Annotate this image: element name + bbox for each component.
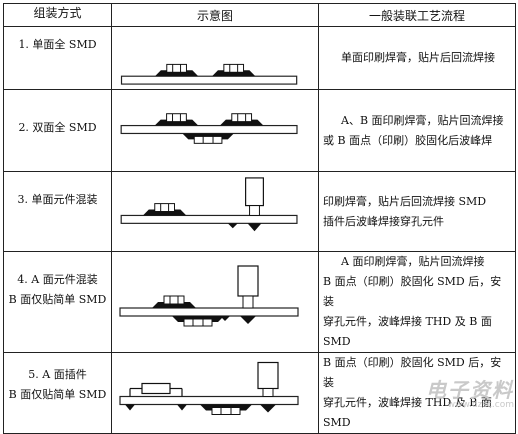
header-diagram: 示意图 — [111, 3, 319, 27]
smd-component — [219, 113, 264, 126]
bottom-smd-component — [172, 316, 224, 327]
assembly-mode-cell: 4. A 面元件混装 B 面仅贴简单 SMD — [3, 251, 112, 353]
assembly-mode-line: B 面仅贴简单 SMD — [8, 293, 107, 306]
smd-component — [154, 113, 199, 126]
process-cell: 单面印刷焊膏，贴片后回流焊接 — [318, 26, 516, 90]
process-line: 穿孔元件，波峰焊接 THD 及 B 面 SMD — [323, 315, 492, 348]
assembly-mode-line: 1. 单面全 SMD — [18, 38, 97, 51]
smd-component — [212, 63, 256, 77]
header-row: 组装方式 示意图 一般装联工艺流程 — [3, 3, 516, 27]
double-side-smd-diagram — [120, 113, 298, 144]
process-line: 或 B 面点（印刷）胶固化后波峰焊 — [323, 133, 493, 147]
a-thd-b-smd-diagram — [119, 361, 299, 415]
diagram-cell — [111, 26, 319, 90]
assembly-mode-line: B 面仅贴简单 SMD — [8, 388, 107, 401]
process-cell: 印刷焊膏，贴片后回流焊接 SMD 插件后波峰焊接穿孔元件 — [318, 171, 516, 252]
assembly-mode-line: 4. A 面元件混装 — [17, 273, 98, 286]
assembly-mode-line: 5. A 面插件 — [28, 368, 87, 381]
watermark-title: 电子资料 — [426, 378, 514, 402]
process-cell: A、B 面印刷焊膏，贴片回流焊接 或 B 面点（印刷）胶固化后波峰焊 — [318, 89, 516, 172]
process-line: B 面点（印刷）胶固化 SMD 后，安装 — [323, 275, 502, 308]
assembly-process-table: 组装方式 示意图 一般装联工艺流程 1. 单面全 SMD — [3, 3, 516, 434]
through-hole-component — [257, 361, 279, 413]
pcb-board — [120, 75, 298, 85]
assembly-mode-cell: 2. 双面全 SMD — [3, 89, 112, 172]
process-table-sheet: 组装方式 示意图 一般装联工艺流程 1. 单面全 SMD — [3, 3, 516, 434]
process-line: A 面印刷焊膏，贴片回流焊接 — [341, 255, 485, 268]
smd-component — [154, 63, 199, 77]
table-row: 3. 单面元件混装 印刷焊膏，贴片后回流焊接 SMD 插件后波峰焊接 — [3, 171, 516, 252]
process-line: B 面点（印刷）胶固化 SMD 后，安装 — [323, 356, 502, 389]
process-line: 插件后波峰焊接穿孔元件 — [323, 214, 444, 228]
header-assembly-mode: 组装方式 — [3, 3, 112, 27]
smd-component — [142, 203, 187, 216]
diagram-cell — [111, 352, 319, 434]
single-side-mixed-diagram — [120, 177, 298, 232]
bottom-smd-component — [182, 133, 234, 144]
process-line: 印刷焊膏，贴片后回流焊接 SMD — [323, 194, 487, 208]
table-row: 4. A 面元件混装 B 面仅贴简单 SMD — [3, 251, 516, 353]
assembly-mode-cell: 1. 单面全 SMD — [3, 26, 112, 90]
table-row: 2. 双面全 SMD — [3, 89, 516, 172]
assembly-mode-line: 2. 双面全 SMD — [18, 121, 97, 134]
pcb-board — [119, 395, 299, 406]
pcb-board — [119, 307, 299, 317]
assembly-mode-line: 3. 单面元件混装 — [17, 193, 98, 206]
table-row: 1. 单面全 SMD 单面印刷焊膏，贴片后回流焊接 — [3, 26, 516, 90]
diagram-cell — [111, 171, 319, 252]
diagram-cell — [111, 251, 319, 353]
process-cell: A 面印刷焊膏，贴片回流焊接 B 面点（印刷）胶固化 SMD 后，安装 穿孔元件… — [318, 251, 516, 353]
single-side-smd-diagram — [120, 63, 298, 85]
a-mixed-b-smd-diagram — [119, 265, 299, 327]
process-line: A、B 面印刷焊膏，贴片回流焊接 — [341, 113, 504, 127]
watermark-url: www.dzsc.com — [447, 400, 514, 410]
header-process-flow: 一般装联工艺流程 — [318, 3, 516, 27]
axial-through-hole-component — [125, 382, 187, 411]
pcb-board — [120, 124, 298, 135]
watermark: 电子资料 www.dzsc.com — [426, 380, 514, 410]
pcb-board — [120, 214, 298, 224]
through-hole-component — [237, 265, 259, 324]
smd-component — [152, 295, 196, 308]
process-line: 单面印刷焊膏，贴片后回流焊接 — [341, 51, 495, 64]
through-hole-component — [245, 177, 264, 232]
diagram-cell — [111, 89, 319, 172]
assembly-mode-cell: 5. A 面插件 B 面仅贴简单 SMD — [3, 352, 112, 434]
solder-joint — [227, 223, 238, 229]
solder-joint — [220, 316, 230, 321]
assembly-mode-cell: 3. 单面元件混装 — [3, 171, 112, 252]
